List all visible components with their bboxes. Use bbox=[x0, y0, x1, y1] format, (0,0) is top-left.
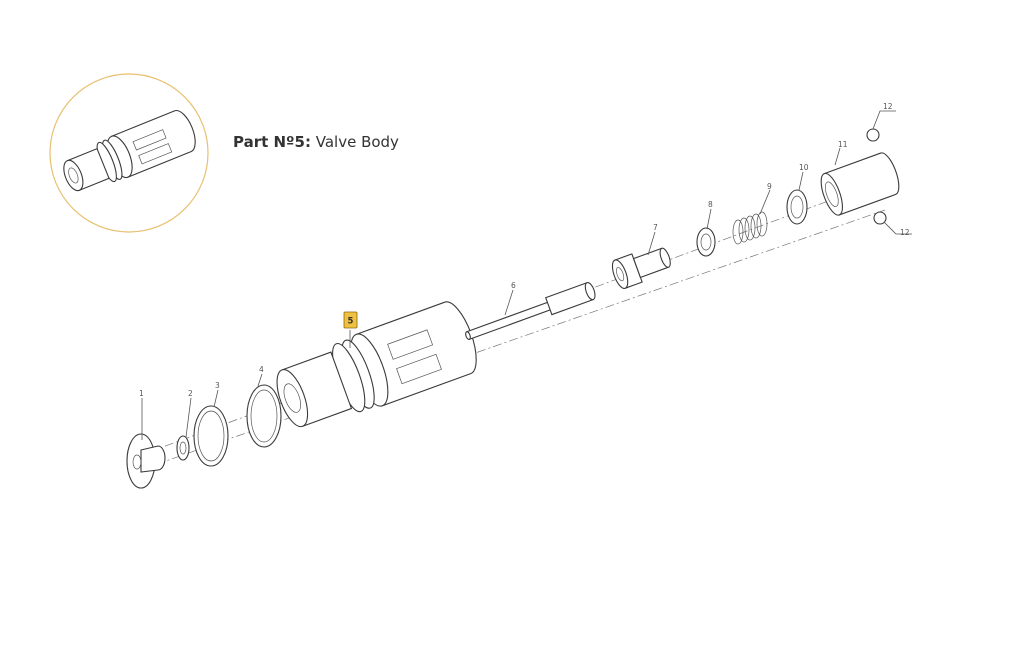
part-12-ball-lower bbox=[873, 211, 887, 225]
part-12-ball-upper bbox=[866, 128, 880, 142]
part-3-o-ring bbox=[193, 405, 229, 467]
part-5-badge bbox=[343, 311, 358, 329]
part-6-pin bbox=[465, 281, 596, 341]
label-8: 8 bbox=[708, 200, 713, 209]
part-1-end-cap bbox=[126, 433, 166, 489]
label-4: 4 bbox=[259, 365, 264, 374]
part-7-seal-holder bbox=[611, 247, 671, 289]
part-5-valve-body bbox=[276, 301, 477, 428]
label-6: 6 bbox=[511, 281, 516, 290]
leader-lines bbox=[141, 110, 912, 440]
label-7: 7 bbox=[653, 223, 658, 232]
part-2-small-ring bbox=[176, 435, 190, 461]
label-12-lower: 12 bbox=[900, 228, 910, 237]
zoom-detail bbox=[49, 73, 209, 233]
part-9-spring bbox=[732, 211, 768, 245]
label-12-upper: 12 bbox=[883, 102, 893, 111]
zoom-valve-body bbox=[63, 109, 196, 192]
label-10: 10 bbox=[799, 163, 809, 172]
label-5: 5 bbox=[348, 317, 354, 327]
assembly-axis-upper bbox=[132, 179, 886, 459]
label-11: 11 bbox=[838, 140, 848, 149]
label-2: 2 bbox=[188, 389, 193, 398]
part-title-prefix: Part Nº5: bbox=[233, 133, 311, 151]
part-8-washer bbox=[696, 227, 716, 257]
part-4-o-ring bbox=[246, 384, 282, 448]
label-1: 1 bbox=[139, 389, 144, 398]
part-10-o-ring bbox=[786, 189, 808, 225]
part-11-nut bbox=[820, 152, 900, 216]
part-title-name: Valve Body bbox=[315, 133, 399, 151]
part-title: Part Nº5: Valve Body bbox=[233, 133, 399, 151]
label-9: 9 bbox=[767, 182, 772, 191]
label-3: 3 bbox=[215, 381, 220, 390]
